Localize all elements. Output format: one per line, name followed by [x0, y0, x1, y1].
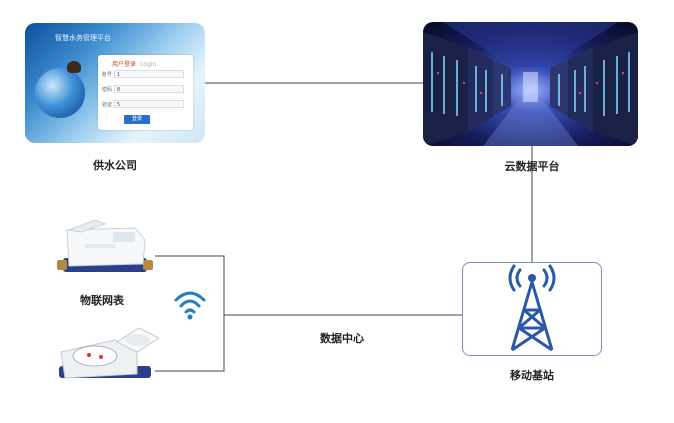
butterfly-icon	[67, 61, 81, 73]
cell-tower-icon	[508, 264, 556, 352]
captcha-label: 验证	[102, 102, 113, 108]
login-form: 用户登录 Login 账号 1 密码 8 验证 5 登录	[98, 55, 193, 130]
captcha-value: 5	[117, 102, 121, 108]
water-company-label: 供水公司	[93, 159, 137, 172]
server-room-image	[423, 22, 638, 146]
username-label: 账号	[102, 72, 113, 78]
username-value: 1	[117, 72, 121, 78]
globe-icon	[35, 68, 85, 118]
password-field[interactable]: 8	[114, 85, 184, 93]
data-center-label: 数据中心	[320, 332, 364, 345]
password-value: 8	[117, 87, 121, 93]
login-title: 用户登录	[112, 61, 137, 68]
login-title-en: Login	[139, 61, 157, 68]
login-header-text: 智慧水务管理平台	[55, 34, 111, 42]
water-company-login-panel: 智慧水务管理平台 用户登录 Login 账号 1 密码 8 验证 5 登录	[25, 23, 205, 143]
password-label: 密码	[102, 87, 113, 93]
iot-meter-label: 物联网表	[80, 294, 124, 307]
link-meter-bracket	[155, 255, 225, 372]
username-field[interactable]: 1	[114, 70, 184, 78]
base-station-label: 移动基站	[510, 369, 554, 382]
iot-water-meter-bottom	[55, 322, 165, 392]
cloud-platform-label: 云数据平台	[504, 160, 560, 173]
wifi-signal-icon	[174, 291, 206, 320]
iot-water-meter-top	[55, 218, 155, 288]
login-submit-button[interactable]: 登录	[124, 115, 150, 124]
server-racks	[423, 22, 638, 146]
captcha-field[interactable]: 5	[114, 100, 184, 108]
